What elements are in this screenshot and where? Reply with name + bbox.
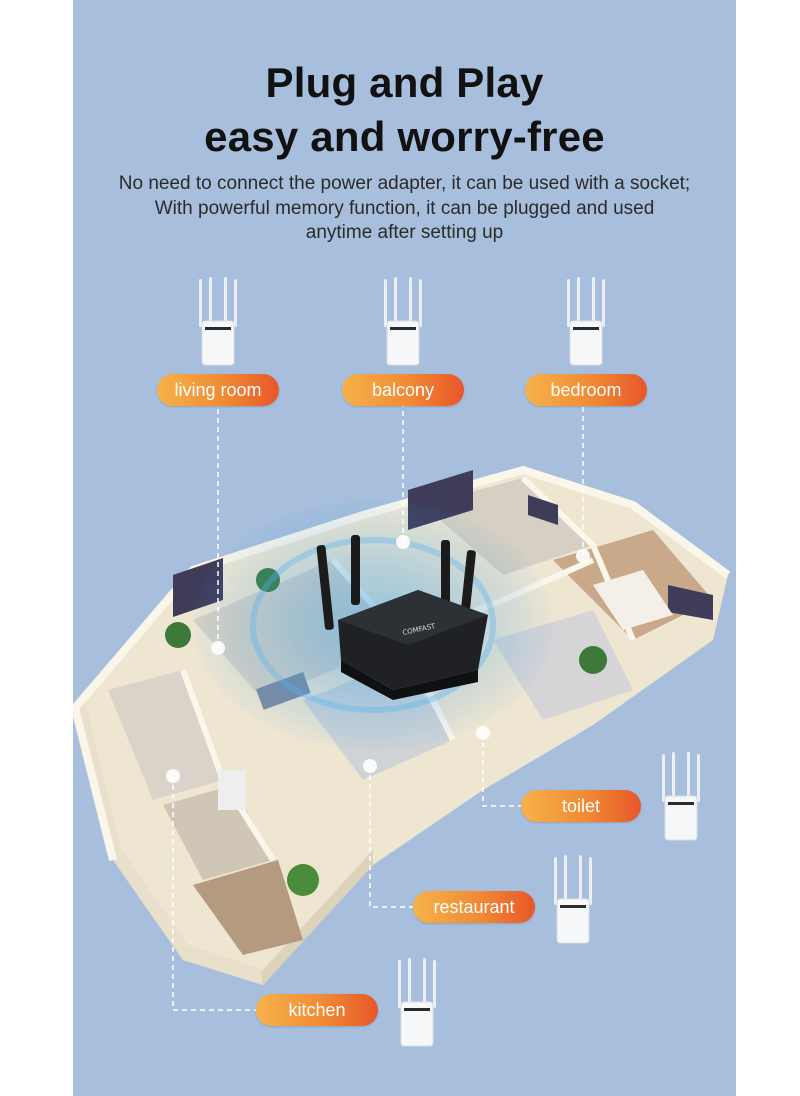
label-restaurant: restaurant (413, 891, 535, 923)
wifi-extender-icon (398, 958, 436, 1047)
label-kitchen: kitchen (256, 994, 378, 1026)
wifi-router-icon: COMFAST (316, 535, 488, 700)
label-living-room: living room (157, 374, 279, 406)
floor-plan-illustration: COMFAST (73, 406, 731, 1011)
label-bedroom: bedroom (525, 374, 647, 406)
wifi-extender-icon (199, 277, 237, 366)
plug-and-play-poster: Plug and Play easy and worry-free No nee… (73, 0, 736, 1096)
description-line-3: anytime after setting up (305, 222, 504, 243)
description-line-1: No need to connect the power adapter, it… (118, 173, 691, 194)
headline-line-1: Plug and Play (265, 59, 544, 106)
wifi-extender-icon (662, 752, 700, 841)
description-line-2: With powerful memory function, it can be… (154, 198, 655, 219)
label-balcony: balcony (342, 374, 464, 406)
wifi-extender-icon (567, 277, 605, 366)
label-toilet: toilet (521, 790, 641, 822)
connector-lines (172, 406, 584, 1011)
wifi-extender-icon (554, 855, 592, 944)
headline-line-2: easy and worry-free (204, 113, 605, 160)
wifi-extender-icon (384, 277, 422, 366)
